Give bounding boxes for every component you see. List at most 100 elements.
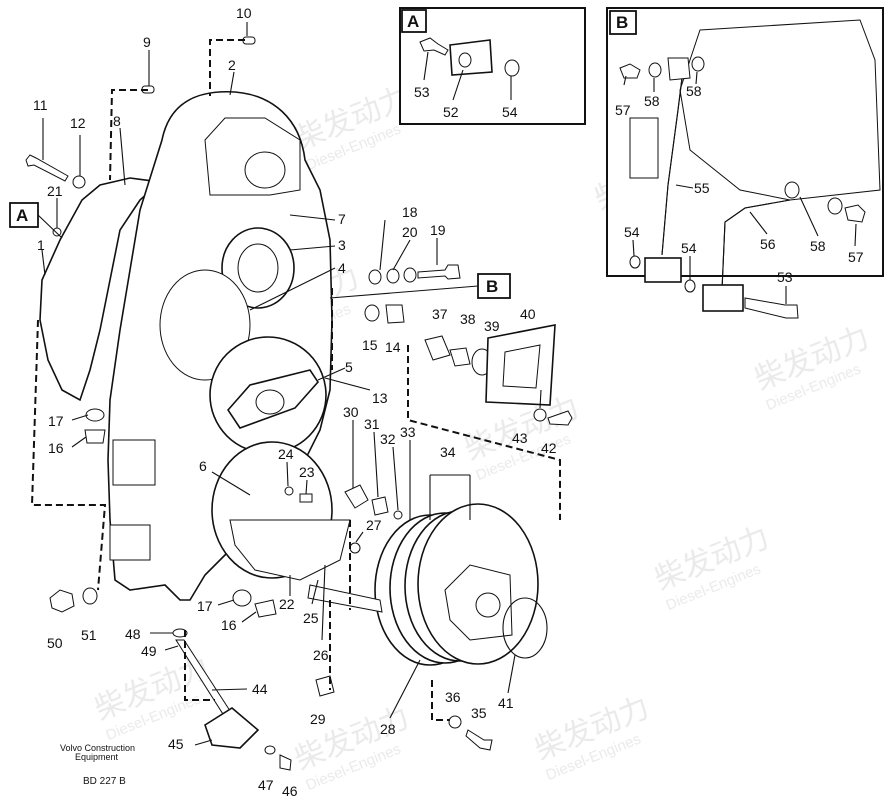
washer-36 [448, 715, 462, 729]
detail-B-pipe-56-inner [721, 199, 791, 291]
dash-line [30, 319, 107, 591]
washer-15 [364, 304, 380, 322]
part-label: 17 [48, 413, 64, 429]
leader [41, 249, 46, 276]
detail-B-tag [609, 10, 637, 35]
part-label: 10 [236, 5, 252, 21]
part-label: 57 [615, 102, 631, 118]
bolt-11 [25, 154, 69, 182]
leader [249, 267, 336, 311]
part-label: 4 [338, 260, 346, 276]
leader [194, 739, 213, 746]
leader [211, 688, 248, 691]
detail-B-letter: B [616, 13, 628, 32]
washer-47 [264, 745, 276, 755]
watermark: 柴发动力 Diesel-Engines [750, 321, 874, 414]
spacer-38 [449, 347, 471, 367]
leader [854, 223, 857, 247]
leader [695, 71, 698, 85]
detail-A-frame [399, 7, 586, 125]
cover-40-inner [502, 344, 541, 389]
part-label: 46 [282, 783, 298, 799]
part-label: 33 [400, 424, 416, 440]
bolt-19 [417, 264, 461, 280]
part-label: 54 [681, 240, 697, 256]
part-label: 47 [258, 777, 274, 793]
sleeve-37 [424, 335, 451, 361]
washer-20b [386, 268, 400, 284]
leader [71, 414, 89, 421]
part-label: 14 [385, 339, 401, 355]
detail-B-washer-58b [691, 56, 705, 72]
watermark: 柴发动力 Diesel-Engines [650, 521, 774, 614]
detail-box-A: A 53 52 54 [399, 7, 586, 125]
yoke-hub [255, 389, 285, 415]
part-label: 45 [168, 736, 184, 752]
detail-B-block-upper [644, 257, 682, 283]
washer-20a [368, 269, 382, 285]
part-label: 53 [414, 84, 430, 100]
dash-line [209, 39, 245, 96]
bracket-45 [204, 707, 260, 749]
part-label: 5 [345, 359, 353, 375]
part-label: 11 [33, 97, 48, 113]
part-label: 43 [512, 430, 528, 446]
part-label: 16 [48, 440, 64, 456]
leader [71, 436, 87, 448]
part-label: 29 [310, 711, 326, 727]
part-label: 35 [471, 705, 487, 721]
leader [311, 579, 319, 605]
detail-B-banjo-top [667, 57, 691, 81]
dash-line [431, 680, 450, 721]
part-label: 36 [445, 689, 461, 705]
leader [286, 461, 289, 487]
part-label: 21 [47, 183, 63, 199]
part-label: 18 [402, 204, 418, 220]
part-label: 2 [228, 57, 236, 73]
leader [289, 245, 336, 251]
detail-B-block-lower [702, 284, 744, 312]
sensor-30 [344, 484, 369, 509]
callout-A-pointer [37, 214, 63, 239]
fitting-14 [385, 304, 405, 324]
part-label: 22 [279, 596, 295, 612]
part-label: 12 [70, 115, 86, 131]
part-label: 31 [364, 416, 380, 432]
bracket-lower [109, 524, 151, 561]
part-label: 58 [686, 83, 702, 99]
plug-50 [49, 589, 75, 613]
leader [632, 239, 635, 257]
part-label: 34 [440, 444, 456, 460]
fitting-29 [315, 675, 335, 697]
part-label: 42 [541, 440, 557, 456]
leader [119, 127, 126, 186]
part-label: 44 [252, 681, 268, 697]
callout-A-letter: A [16, 206, 28, 225]
watermark: 柴发动力 Diesel-Engines [530, 691, 654, 784]
part-label: 8 [113, 113, 121, 129]
bolt-35 [465, 729, 493, 751]
part-label: 13 [372, 390, 388, 406]
leader [324, 377, 371, 391]
leader [452, 69, 464, 101]
detail-A-bolt [419, 37, 449, 56]
washer-20c [403, 267, 417, 283]
bolt-23 [299, 493, 313, 503]
bolt-46 [279, 754, 292, 771]
leader [539, 389, 542, 409]
detail-B-bolt-57-right [844, 204, 866, 223]
leader [211, 471, 251, 496]
part-label: 37 [432, 306, 448, 322]
leader [749, 211, 768, 235]
watermark: 柴发动力 Diesel-Engines [90, 651, 214, 744]
detail-box-B: B 57 58 [606, 7, 884, 319]
dash-line [184, 630, 215, 701]
flange-plate-3-bore [237, 243, 279, 293]
part-label: 27 [366, 517, 382, 533]
callout-A: A [9, 202, 63, 239]
detail-A-letter: A [407, 12, 419, 31]
part-label: 57 [848, 249, 864, 265]
plug-32 [393, 510, 403, 520]
part-label: 30 [343, 404, 359, 420]
washer-43 [533, 408, 547, 422]
